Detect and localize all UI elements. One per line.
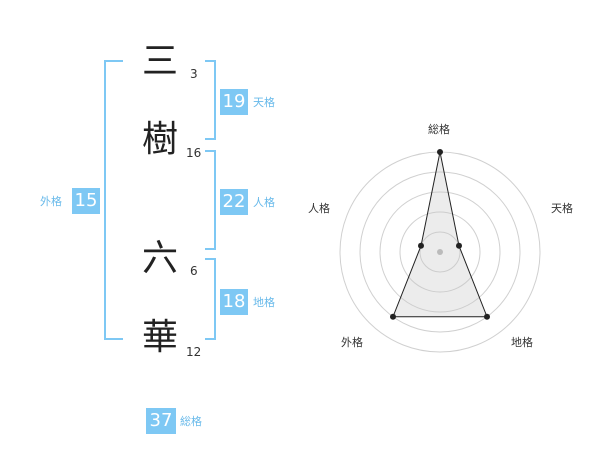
soukaku-value-badge: 37 [146, 408, 176, 434]
radar-ring [419, 231, 461, 273]
chikaku-bracket [205, 258, 216, 340]
radar-label-chikaku: 地格 [511, 336, 533, 349]
chikaku-value-badge: 18 [220, 289, 248, 315]
name-char-3: 六 [142, 238, 179, 279]
gaikaku-label: 外格 [40, 195, 62, 208]
jinkaku-label: 人格 [253, 196, 275, 209]
chikaku-label: 地格 [253, 296, 275, 309]
jinkaku-value-badge: 22 [220, 189, 248, 215]
name-char-2: 樹 [142, 119, 179, 160]
radar-point [437, 149, 443, 155]
stroke-count-3: 6 [190, 264, 198, 278]
radar-point [484, 313, 490, 320]
radar-rings [339, 151, 541, 353]
radar-point [418, 242, 424, 249]
stroke-count-4: 12 [186, 345, 202, 359]
gaikaku-bracket [104, 60, 123, 340]
stroke-count-2: 16 [186, 146, 202, 160]
name-char-4: 華 [142, 317, 179, 358]
tenkaku-bracket [205, 60, 216, 140]
radar-ring [359, 171, 521, 333]
gaikaku-value-badge: 15 [72, 188, 100, 214]
radar-polygon [392, 151, 488, 318]
radar-point [390, 313, 396, 320]
radar-label-jinkaku: 人格 [308, 202, 330, 215]
jinkaku-bracket [205, 150, 216, 250]
tenkaku-value-badge: 19 [220, 89, 248, 115]
radar-label-soukaku: 総格 [428, 123, 450, 136]
tenkaku-label: 天格 [253, 96, 275, 109]
soukaku-label: 総格 [180, 415, 202, 428]
stroke-count-1: 3 [190, 67, 198, 81]
radar-ring [399, 211, 481, 293]
name-char-1: 三 [142, 41, 179, 82]
radar-point [456, 242, 462, 249]
radar-label-gaikaku: 外格 [341, 336, 363, 349]
radar-ring [379, 191, 501, 313]
radar-points [390, 149, 490, 320]
radar-label-tenkaku: 天格 [551, 202, 573, 215]
radar-center-dot [437, 249, 443, 255]
